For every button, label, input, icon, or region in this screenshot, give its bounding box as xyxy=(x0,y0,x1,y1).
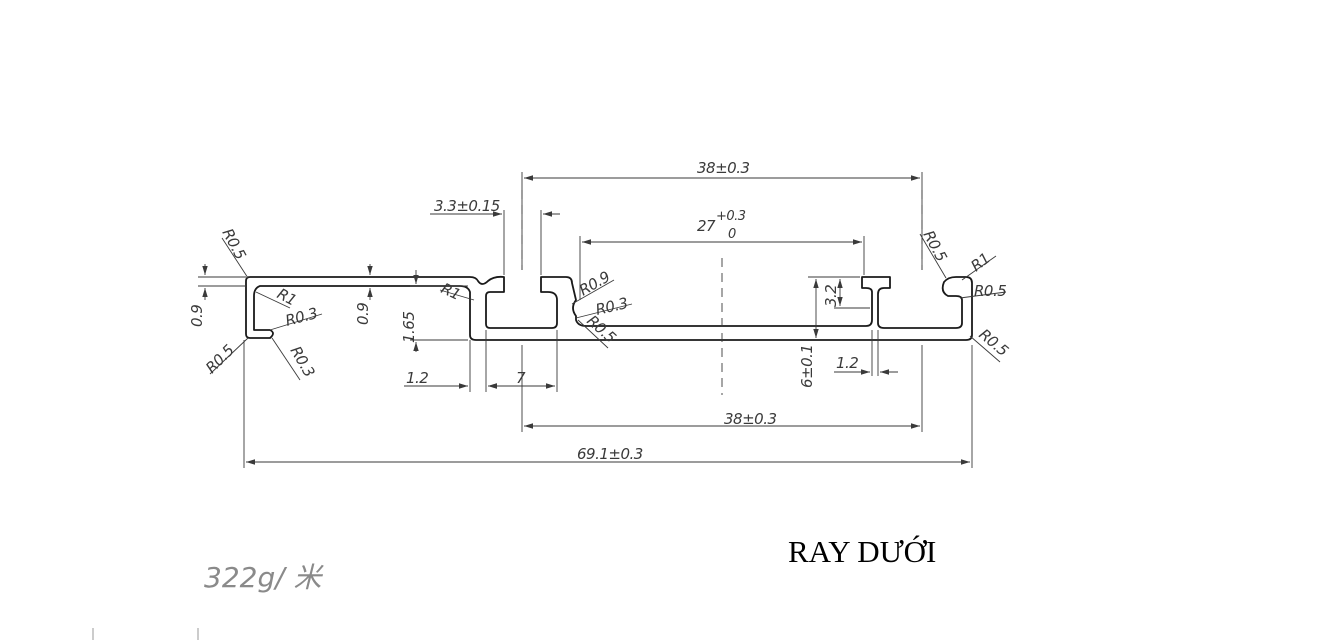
radius-step: R1 xyxy=(438,279,463,303)
rail-profile-outline xyxy=(245,275,973,341)
dim-overall-width: 69.1±0.3 xyxy=(577,445,643,463)
dim-center-tol-upper: +0.3 xyxy=(716,209,746,224)
weight-note: 322g/ 米 xyxy=(204,561,325,594)
radius-inner-left: R1 xyxy=(274,285,299,310)
radius-top-left: R0.5 xyxy=(218,225,249,262)
drawing-title: RAY DƯỚI xyxy=(788,534,936,569)
dim-bottom-span: 38±0.3 xyxy=(724,410,777,428)
radius-bottom-left: R0.5 xyxy=(202,341,238,377)
dim-center-tol-lower: 0 xyxy=(728,227,736,242)
dim-overall-height: 6±0.1 xyxy=(798,345,816,388)
radius-slot: R0.9 xyxy=(576,268,613,300)
radius-hook-right: R1 xyxy=(967,249,993,275)
dim-top-span: 38±0.3 xyxy=(697,159,750,177)
radius-bottom-right: R0.5 xyxy=(975,325,1011,360)
radius-top-right: R0.5 xyxy=(919,227,950,264)
dim-slot-depth: 7 xyxy=(516,369,526,387)
dim-inner-lip: 0.9 xyxy=(354,303,372,325)
radius-hook-bottom: R0.3 xyxy=(287,343,319,380)
dim-wall-height: 1.65 xyxy=(400,312,418,343)
dim-slot-width: 3.3±0.15 xyxy=(434,197,500,215)
radius-lip-right: R0.5 xyxy=(974,282,1006,300)
dim-left-wall: 1.2 xyxy=(406,369,428,387)
dim-right-wall: 1.2 xyxy=(836,354,858,372)
dim-center-span: 27 xyxy=(697,217,716,235)
dim-left-lip: 0.9 xyxy=(188,305,206,327)
dim-rib-height: 3.2 xyxy=(822,285,840,307)
